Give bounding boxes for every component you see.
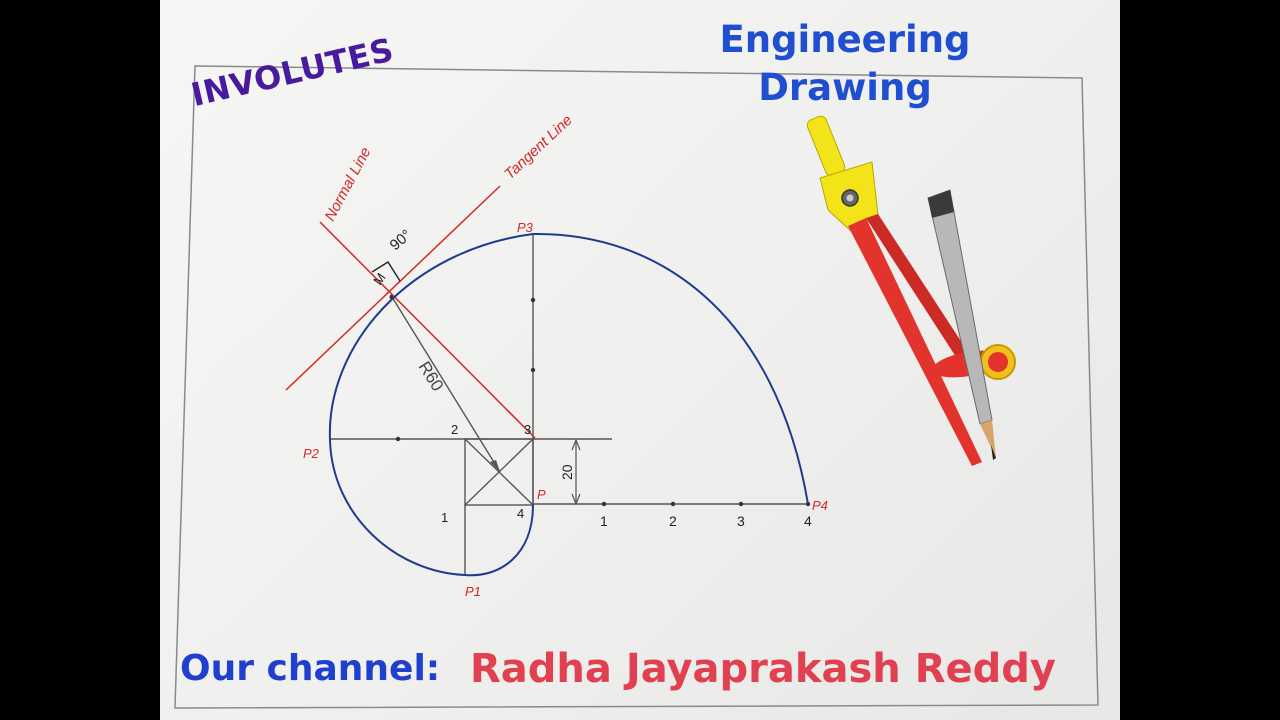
channel-name: Radha Jayaprakash Reddy: [470, 646, 1056, 692]
division-tick-2: 2: [669, 513, 677, 529]
division-tick-3: 3: [737, 513, 745, 529]
dimension-label: 20: [559, 464, 575, 480]
angle-label: 90°: [387, 226, 415, 254]
red-construction: [285, 185, 536, 439]
square-corner-3: 3: [524, 422, 531, 437]
square-corner-1: 1: [441, 510, 448, 525]
label-p: P: [537, 487, 546, 502]
channel-label: Our channel:: [180, 648, 441, 689]
compass-instrument: [806, 115, 1016, 466]
division-tick-1: 1: [600, 513, 608, 529]
square-corner-4: 4: [517, 506, 524, 521]
radius-arrow: [490, 460, 500, 472]
division-dots: [389, 294, 811, 507]
right-angle-mark: [371, 261, 401, 282]
brand-line-2: Drawing: [758, 66, 932, 109]
label-p2: P2: [303, 446, 320, 461]
dimension-20: [571, 438, 581, 506]
pencil: [927, 189, 996, 460]
normal-line: [319, 221, 536, 439]
radius-line: [391, 296, 501, 473]
radius-label: R60: [415, 358, 448, 395]
label-p1: P1: [465, 584, 481, 599]
generating-square: [464, 438, 534, 506]
division-tick-4: 4: [804, 513, 812, 529]
label-p4: P4: [812, 498, 828, 513]
square-diagonal-2: [464, 438, 534, 506]
brand-title: Engineering Drawing: [700, 16, 990, 112]
tangent-line: [285, 185, 501, 391]
sheet-border: [174, 65, 1099, 709]
square-corner-2: 2: [451, 422, 458, 437]
tangent-line-label: Tangent Line: [501, 112, 576, 183]
label-p3: P3: [517, 220, 534, 235]
normal-line-label: Normal Line: [322, 144, 375, 223]
involute-curve: [328, 232, 809, 577]
brand-line-1: Engineering: [719, 18, 971, 61]
point-m-label: M: [370, 270, 389, 287]
